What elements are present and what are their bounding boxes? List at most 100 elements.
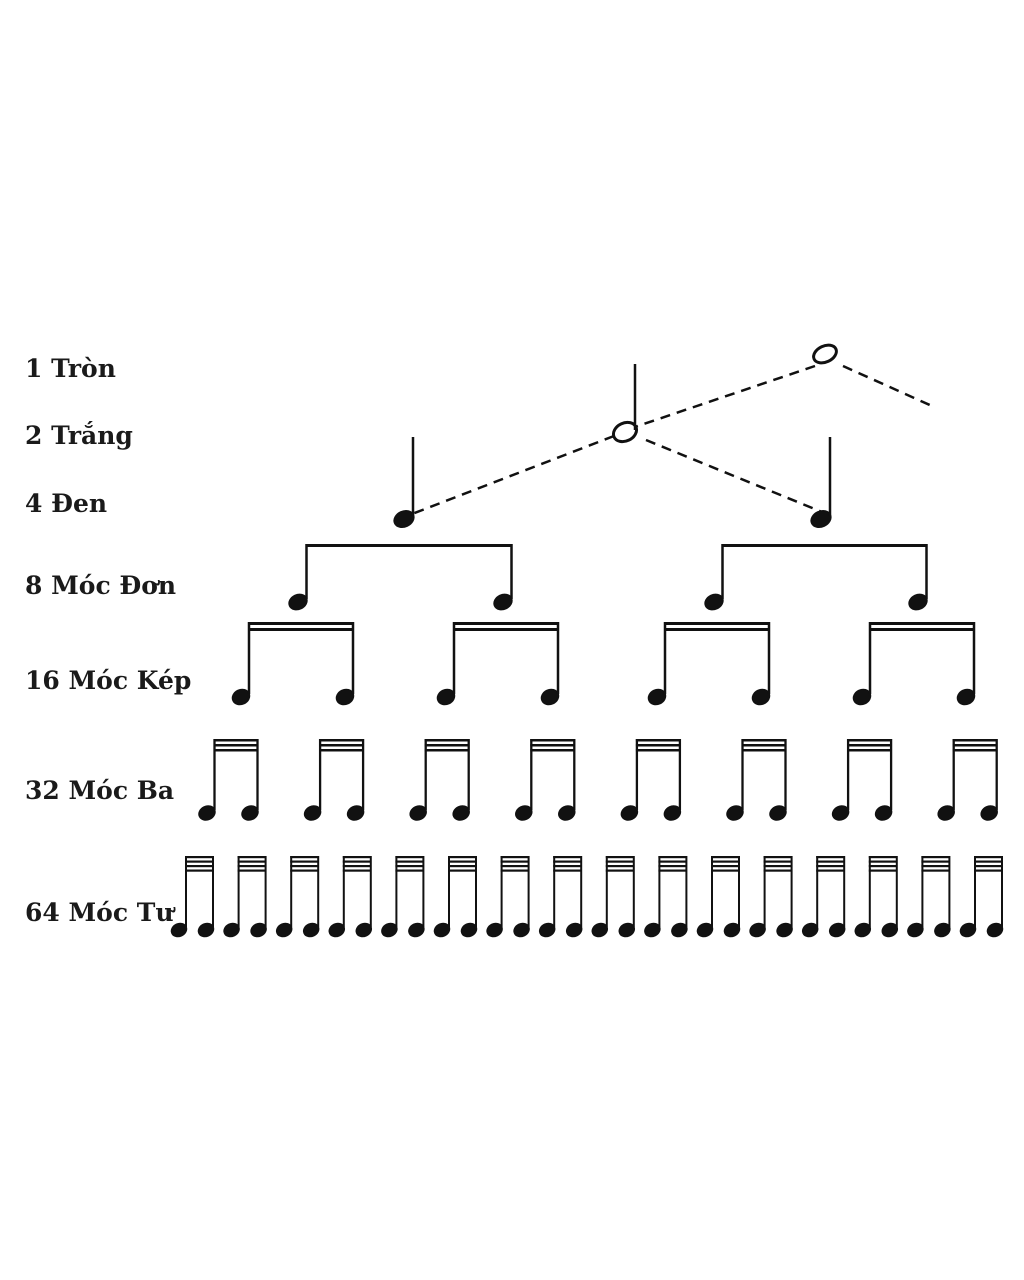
sixty-fourth-beam (185, 860, 213, 863)
thirty-second-beam (847, 739, 892, 742)
sixty-fourth-beam (868, 865, 897, 868)
sixty-fourth-beam (816, 865, 845, 868)
sixty-fourth-beam (342, 869, 371, 872)
thirty-second-beam (424, 739, 469, 742)
sixty-fourth-beam (500, 865, 529, 868)
sixty-fourth-beam (553, 860, 582, 863)
sixty-fourth-beam (553, 869, 582, 872)
sixty-fourth-beam (921, 856, 950, 859)
thirty-second-beam (424, 744, 469, 747)
dashed-connector (625, 364, 816, 432)
label-eighth-note: 8 Móc Đơn (25, 571, 177, 600)
sixty-fourth-beam (448, 869, 476, 872)
thirty-second-beam (741, 744, 786, 747)
dashed-connector (645, 438, 823, 514)
thirty-second-beam (635, 739, 680, 742)
sixty-fourth-beam (448, 856, 476, 859)
sixty-fourth-beam (448, 865, 476, 868)
sixty-fourth-beam (342, 865, 371, 868)
thirty-second-beam (952, 749, 997, 752)
sixteenth-beam (453, 628, 558, 631)
thirty-second-beam (213, 749, 258, 752)
sixty-fourth-beam (290, 856, 319, 859)
sixty-fourth-beam (237, 869, 266, 872)
sixty-fourth-beam (395, 856, 424, 859)
sixty-fourth-beam (237, 865, 266, 868)
sixty-fourth-beam (448, 860, 476, 863)
thirty-second-beam (952, 739, 997, 742)
sixty-fourth-beam (185, 856, 213, 859)
thirty-second-beam (952, 744, 997, 747)
thirty-second-beam (530, 744, 575, 747)
label-sixteenth-note: 16 Móc Kép (25, 666, 192, 695)
thirty-second-beam (530, 749, 575, 752)
dashed-connector (411, 434, 615, 516)
sixty-fourth-beam (605, 856, 634, 859)
thirty-second-beam (213, 739, 258, 742)
sixty-fourth-beam (974, 856, 1002, 859)
thirty-second-beam (741, 749, 786, 752)
sixty-fourth-beam (395, 860, 424, 863)
sixty-fourth-beam (711, 856, 739, 859)
sixty-fourth-beam (816, 860, 845, 863)
label-quarter-note: 4 Đen (25, 489, 108, 518)
label-thirty-second-note: 32 Móc Ba (25, 776, 175, 805)
eighth-beam (305, 544, 512, 547)
thirty-second-beam (741, 739, 786, 742)
sixty-fourth-beam (185, 865, 213, 868)
sixty-fourth-beam (553, 856, 582, 859)
sixty-fourth-beam (763, 856, 792, 859)
sixty-fourth-beam (395, 865, 424, 868)
thirty-second-beam (847, 744, 892, 747)
thirty-second-beam (319, 749, 364, 752)
thirty-second-beam (213, 744, 258, 747)
sixty-fourth-beam (658, 869, 687, 872)
sixty-fourth-beam (342, 860, 371, 863)
thirty-second-beam (847, 749, 892, 752)
sixteenth-beam (248, 628, 353, 631)
sixteenth-beam (453, 622, 558, 625)
sixty-fourth-beam (290, 869, 319, 872)
thirty-second-beam (319, 744, 364, 747)
sixty-fourth-beam (763, 860, 792, 863)
sixteenth-beam (869, 622, 974, 625)
sixty-fourth-beam (290, 860, 319, 863)
sixty-fourth-beam (974, 865, 1002, 868)
thirty-second-beam (635, 744, 680, 747)
sixty-fourth-beam (816, 869, 845, 872)
sixty-fourth-beam (763, 865, 792, 868)
sixty-fourth-beam (237, 860, 266, 863)
sixty-fourth-beam (500, 869, 529, 872)
sixty-fourth-beam (974, 869, 1002, 872)
thirty-second-beam (635, 749, 680, 752)
eighth-beam (721, 544, 927, 547)
sixty-fourth-beam (921, 860, 950, 863)
sixty-fourth-beam (711, 865, 739, 868)
sixty-fourth-beam (185, 869, 213, 872)
whole-note-head (812, 343, 838, 365)
sixty-fourth-beam (921, 865, 950, 868)
sixty-fourth-beam (868, 869, 897, 872)
sixty-fourth-beam (605, 860, 634, 863)
sixty-fourth-beam (816, 856, 845, 859)
sixty-fourth-beam (605, 869, 634, 872)
sixteenth-beam (664, 628, 769, 631)
sixty-fourth-beam (658, 865, 687, 868)
sixteenth-beam (869, 628, 974, 631)
sixty-fourth-beam (237, 856, 266, 859)
sixty-fourth-beam (868, 860, 897, 863)
sixty-fourth-beam (658, 860, 687, 863)
sixty-fourth-beam (500, 860, 529, 863)
sixty-fourth-beam (605, 865, 634, 868)
sixty-fourth-beam (658, 856, 687, 859)
sixty-fourth-beam (868, 856, 897, 859)
sixteenth-beam (248, 622, 353, 625)
sixty-fourth-beam (342, 856, 371, 859)
label-sixty-fourth-note: 64 Móc Tư (25, 898, 174, 927)
sixty-fourth-beam (500, 856, 529, 859)
label-half-note: 2 Trắng (25, 421, 133, 450)
dashed-connector (842, 364, 933, 408)
thirty-second-beam (319, 739, 364, 742)
